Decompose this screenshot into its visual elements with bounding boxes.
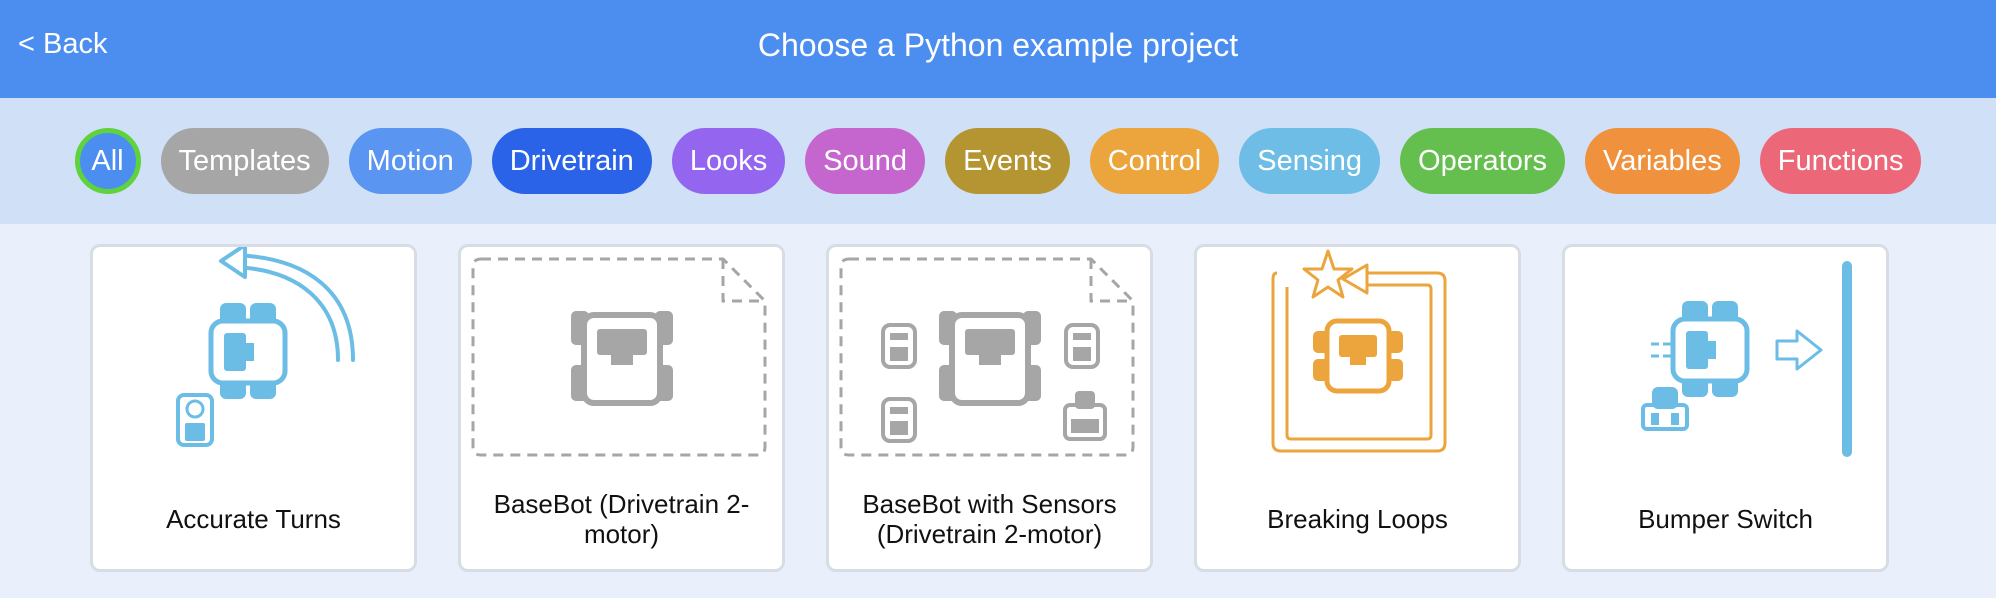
project-title: Accurate Turns: [166, 504, 341, 534]
project-title: Bumper Switch: [1638, 504, 1813, 534]
filter-motion[interactable]: Motion: [348, 128, 472, 194]
project-grid: Accurate Turns BaseBot (Drivetrain 2-mot…: [90, 244, 1990, 572]
filter-label: Sound: [823, 144, 908, 177]
filter-label: Looks: [689, 144, 768, 177]
filter-label: Templates: [178, 144, 311, 177]
filter-control[interactable]: Control: [1089, 128, 1220, 194]
page-title: Choose a Python example project: [757, 27, 1239, 63]
filter-label: All: [91, 144, 124, 177]
project-card-bumper-switch[interactable]: Bumper Switch: [1562, 244, 1889, 572]
filter-label: Events: [963, 144, 1052, 177]
filter-operators[interactable]: Operators: [1400, 128, 1565, 194]
filter-templates[interactable]: Templates: [160, 128, 329, 194]
filter-label: Operators: [1418, 144, 1547, 177]
project-card-basebot-sensors[interactable]: BaseBot with Sensors (Drivetrain 2-motor…: [826, 244, 1153, 572]
filter-drivetrain[interactable]: Drivetrain: [491, 128, 652, 194]
filter-variables[interactable]: Variables: [1585, 128, 1740, 194]
filter-label: Sensing: [1257, 144, 1363, 177]
filter-looks[interactable]: Looks: [671, 128, 786, 194]
back-button[interactable]: < Back: [18, 28, 108, 60]
filter-functions[interactable]: Functions: [1759, 128, 1922, 194]
bumper-wall-icon: [1641, 261, 1852, 457]
filter-label: Drivetrain: [509, 144, 634, 177]
filter-sensing[interactable]: Sensing: [1239, 128, 1381, 194]
category-filter-bar: All Templates Motion Drivetrain Looks So…: [0, 98, 1996, 224]
header-bar: < Back Choose a Python example project: [0, 0, 1996, 98]
filter-sound[interactable]: Sound: [805, 128, 926, 194]
filter-all[interactable]: All: [74, 128, 141, 194]
basebot-sensors-template-icon: [839, 257, 1135, 457]
project-card-basebot[interactable]: BaseBot (Drivetrain 2-motor): [458, 244, 785, 572]
project-card-accurate-turns[interactable]: Accurate Turns: [90, 244, 417, 572]
filter-label: Functions: [1777, 144, 1904, 177]
project-title: BaseBot (Drivetrain 2-motor): [493, 489, 750, 549]
category-filter-list: All Templates Motion Drivetrain Looks So…: [0, 128, 1996, 194]
filter-label: Variables: [1603, 144, 1722, 177]
basebot-template-icon: [471, 257, 767, 457]
project-card-breaking-loops[interactable]: Breaking Loops: [1194, 244, 1521, 572]
project-title: Breaking Loops: [1267, 504, 1448, 534]
filter-events[interactable]: Events: [945, 128, 1070, 194]
filter-label: Motion: [366, 144, 454, 177]
filter-label: Control: [1107, 144, 1202, 177]
project-title: BaseBot with Sensors (Drivetrain 2-motor…: [862, 489, 1117, 549]
loop-star-icon: [1271, 249, 1447, 453]
robot-turn-icon: [176, 247, 355, 447]
